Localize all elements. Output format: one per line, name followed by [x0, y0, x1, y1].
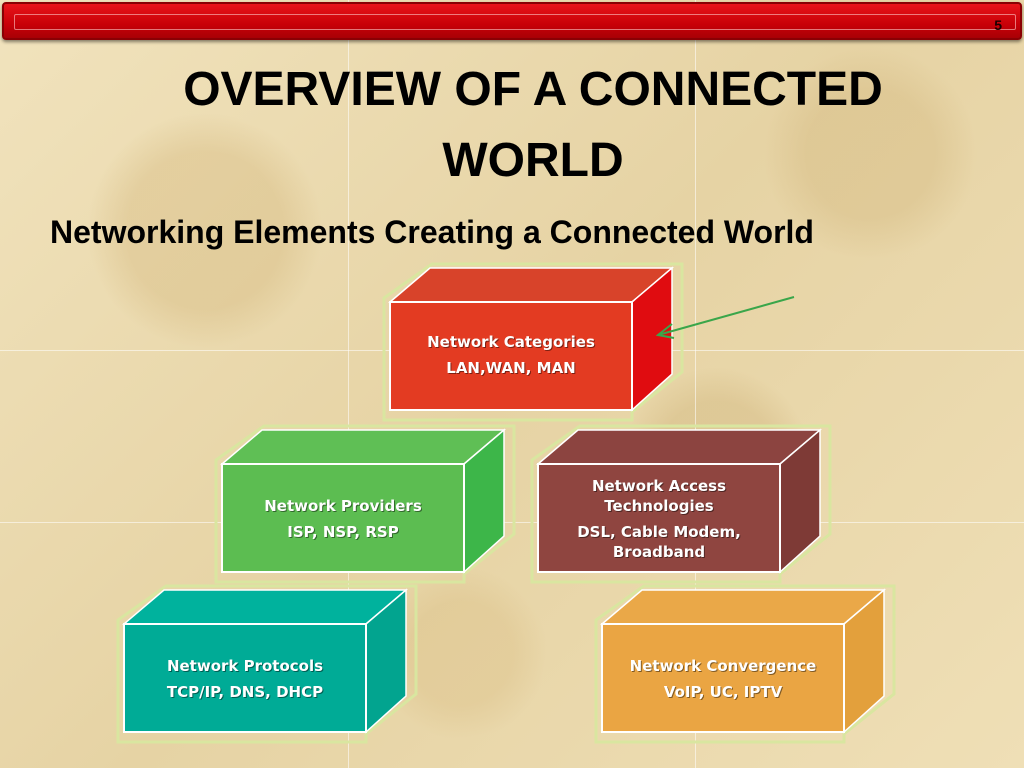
box-detail: ISP, NSP, RSP	[287, 523, 399, 541]
box-title-line: Technologies	[604, 497, 714, 515]
box-title: Network Providers	[264, 497, 422, 515]
network-access-box-shape	[530, 424, 832, 584]
slide-title-line-2: WORLD	[442, 134, 624, 187]
network-access-text: Network Access Technologies DSL, Cable M…	[538, 476, 780, 562]
slide-title-line-1: OVERVIEW OF A CONNECTED	[183, 63, 883, 116]
network-categories-text: Network Categories LAN,WAN, MAN	[390, 332, 632, 378]
pointer-arrow	[655, 296, 795, 339]
network-convergence-text: Network Convergence VoIP, UC, IPTV	[602, 656, 844, 702]
box-title: Network Protocols	[166, 657, 324, 675]
box-detail: LAN,WAN, MAN	[446, 359, 576, 377]
title-bar-inner-border	[14, 14, 1016, 30]
background-grid-line	[695, 0, 696, 768]
network-categories-box-shape	[382, 262, 684, 422]
network-protocols-box-shape	[116, 584, 418, 744]
box-title: Network Categories	[427, 333, 595, 351]
background-grid-line	[0, 522, 1024, 523]
background-grid-line	[348, 0, 349, 768]
network-convergence-box-shape	[594, 584, 896, 744]
box-detail-line: Broadband	[612, 543, 706, 561]
box-detail-line: DSL, Cable Modem,	[577, 523, 741, 541]
network-providers-box-shape	[214, 424, 516, 584]
slide-title: OVERVIEW OF A CONNECTED WORLD	[60, 66, 1006, 185]
slide-subtitle: Networking Elements Creating a Connected…	[50, 214, 814, 250]
network-protocols-text: Network Protocols TCP/IP, DNS, DHCP	[124, 656, 366, 702]
box-title-line: Network Access	[591, 477, 727, 495]
box-title: Network Convergence	[629, 657, 817, 675]
box-detail: VoIP, UC, IPTV	[663, 683, 783, 701]
box-detail: TCP/IP, DNS, DHCP	[166, 683, 324, 701]
title-bar: 5	[2, 2, 1022, 40]
slide-number: 5	[994, 17, 1002, 33]
network-providers-text: Network Providers ISP, NSP, RSP	[222, 496, 464, 542]
